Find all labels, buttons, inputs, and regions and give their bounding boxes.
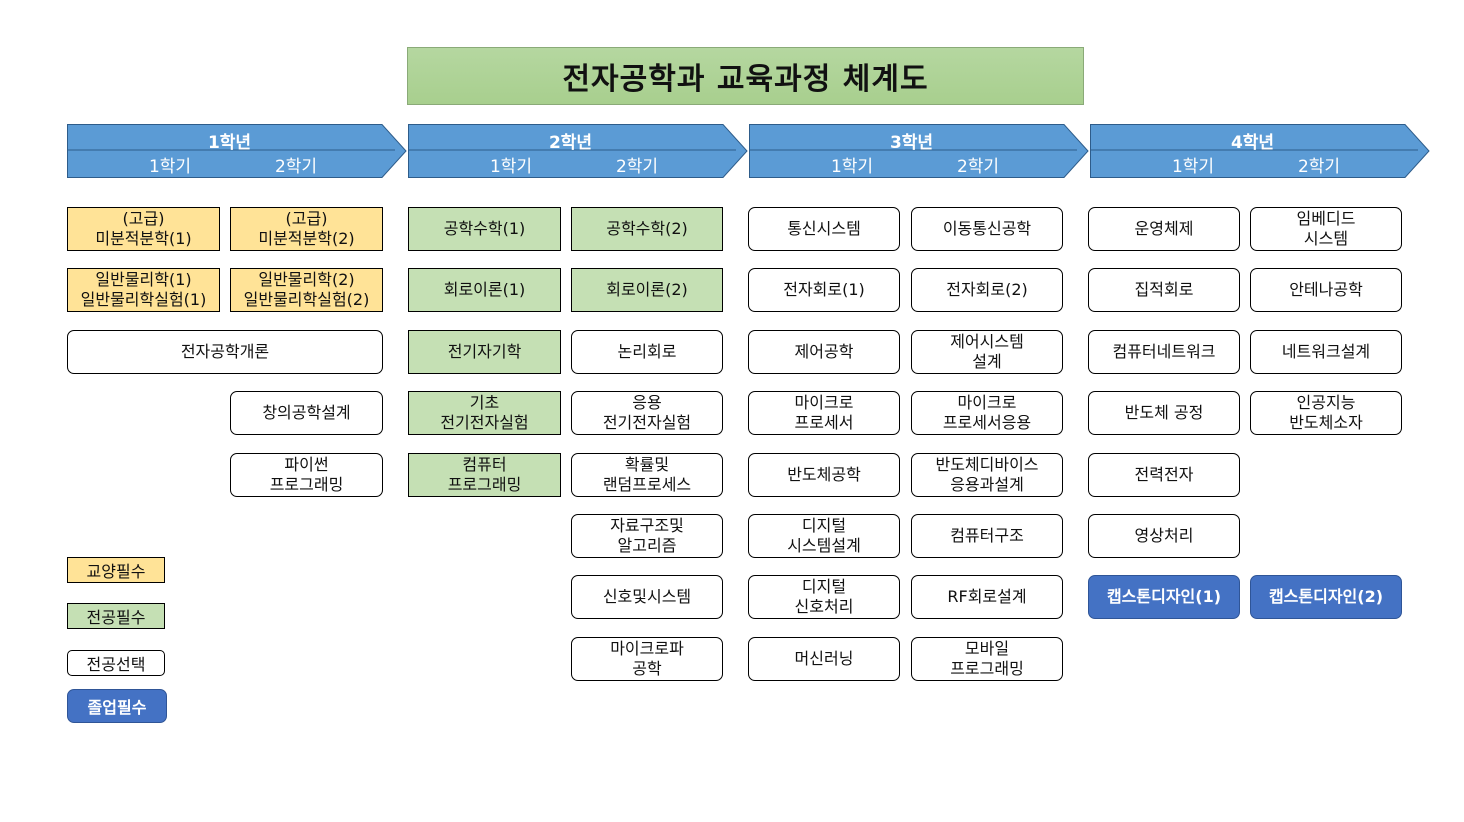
- legend-major-required: 전공필수: [67, 603, 165, 629]
- year-header-2: 2학년 1학기 2학기: [408, 124, 748, 178]
- course-box: 집적회로: [1088, 268, 1240, 312]
- legend-general-required: 교양필수: [67, 557, 165, 583]
- course-box: 일반물리학(2) 일반물리학실험(2): [230, 268, 383, 312]
- course-box: 논리회로: [571, 330, 723, 374]
- arrow-shape: [1090, 124, 1430, 178]
- capstone-box: 캡스톤디자인(1): [1088, 575, 1240, 619]
- course-box: 임베디드 시스템: [1250, 207, 1402, 251]
- legend-graduation-required: 졸업필수: [67, 689, 167, 723]
- course-box: 전자공학개론: [67, 330, 383, 374]
- course-box: 전자회로(2): [911, 268, 1063, 312]
- course-box: 반도체디바이스 응용과설계: [911, 453, 1063, 497]
- legend-major-elective: 전공선택: [67, 650, 165, 676]
- semester-1-label: 1학기: [148, 157, 192, 177]
- year-label: 2학년: [548, 133, 593, 153]
- course-box: 운영체제: [1088, 207, 1240, 251]
- arrow-shape: [67, 124, 407, 178]
- course-box: 머신러닝: [748, 637, 900, 681]
- course-box: (고급) 미분적분학(1): [67, 207, 220, 251]
- course-box: (고급) 미분적분학(2): [230, 207, 383, 251]
- semester-1-label: 1학기: [1171, 157, 1215, 177]
- course-box: 안테나공학: [1250, 268, 1402, 312]
- course-box: 전기자기학: [408, 330, 561, 374]
- course-box: 파이썬 프로그래밍: [230, 453, 383, 497]
- course-box: 전력전자: [1088, 453, 1240, 497]
- course-box: 회로이론(2): [571, 268, 723, 312]
- capstone-box: 캡스톤디자인(2): [1250, 575, 1402, 619]
- course-box: 마이크로파 공학: [571, 637, 723, 681]
- course-box: 기초 전기전자실험: [408, 391, 561, 435]
- course-box: 응용 전기전자실험: [571, 391, 723, 435]
- course-box: 일반물리학(1) 일반물리학실험(1): [67, 268, 220, 312]
- arrow-shape: [408, 124, 748, 178]
- page-title: 전자공학과 교육과정 체계도: [407, 47, 1084, 105]
- course-box: 마이크로 프로세서: [748, 391, 900, 435]
- course-box: 반도체공학: [748, 453, 900, 497]
- semester-1-label: 1학기: [489, 157, 533, 177]
- semester-2-label: 2학기: [1297, 157, 1341, 177]
- course-box: 공학수학(1): [408, 207, 561, 251]
- semester-1-label: 1학기: [830, 157, 874, 177]
- course-box: 자료구조및 알고리즘: [571, 514, 723, 558]
- course-box: 디지털 신호처리: [748, 575, 900, 619]
- course-box: 모바일 프로그래밍: [911, 637, 1063, 681]
- year-label: 4학년: [1230, 133, 1275, 153]
- course-box: 컴퓨터구조: [911, 514, 1063, 558]
- course-box: 영상처리: [1088, 514, 1240, 558]
- year-header-1: 1학년 1학기 2학기: [67, 124, 407, 178]
- semester-2-label: 2학기: [274, 157, 318, 177]
- year-label: 1학년: [207, 133, 252, 153]
- course-box: 이동통신공학: [911, 207, 1063, 251]
- course-box: 통신시스템: [748, 207, 900, 251]
- course-box: 공학수학(2): [571, 207, 723, 251]
- course-box: 반도체 공정: [1088, 391, 1240, 435]
- year-label: 3학년: [889, 133, 934, 153]
- year-header-3: 3학년 1학기 2학기: [749, 124, 1089, 178]
- course-box: 컴퓨터 프로그래밍: [408, 453, 561, 497]
- course-box: 회로이론(1): [408, 268, 561, 312]
- year-header-4: 4학년 1학기 2학기: [1090, 124, 1430, 178]
- course-box: RF회로설계: [911, 575, 1063, 619]
- course-box: 마이크로 프로세서응용: [911, 391, 1063, 435]
- arrow-shape: [749, 124, 1089, 178]
- semester-2-label: 2학기: [615, 157, 659, 177]
- course-box: 네트워크설계: [1250, 330, 1402, 374]
- course-box: 디지털 시스템설계: [748, 514, 900, 558]
- course-box: 창의공학설계: [230, 391, 383, 435]
- course-box: 인공지능 반도체소자: [1250, 391, 1402, 435]
- course-box: 전자회로(1): [748, 268, 900, 312]
- course-box: 컴퓨터네트워크: [1088, 330, 1240, 374]
- course-box: 제어공학: [748, 330, 900, 374]
- semester-2-label: 2학기: [956, 157, 1000, 177]
- course-box: 신호및시스템: [571, 575, 723, 619]
- course-box: 제어시스템 설계: [911, 330, 1063, 374]
- course-box: 확률및 랜덤프로세스: [571, 453, 723, 497]
